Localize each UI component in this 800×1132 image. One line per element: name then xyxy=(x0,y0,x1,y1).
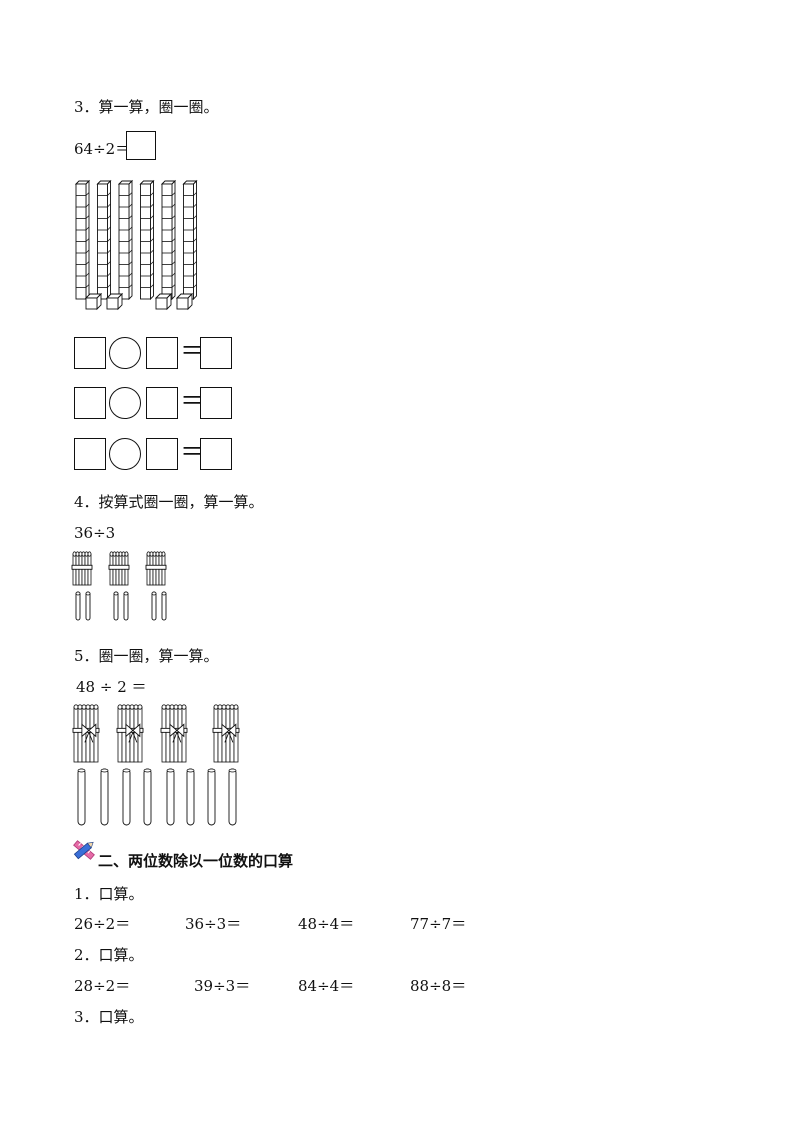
row1-box-2[interactable] xyxy=(146,337,178,369)
ten-rod xyxy=(139,179,155,301)
row2-operator-circle[interactable] xyxy=(109,387,141,419)
row1-box-1[interactable] xyxy=(74,337,106,369)
single-stick xyxy=(166,768,175,826)
pencil-ruler-icon xyxy=(73,840,95,860)
q5-title: 5．圈一圈，算一算。 xyxy=(74,647,219,665)
ten-rod xyxy=(117,179,134,301)
unit-cube xyxy=(105,292,124,311)
single-stick xyxy=(100,768,109,826)
p1-item-4: 77÷7＝ xyxy=(410,915,467,933)
q4-title: 4．按算式圈一圈，算一算。 xyxy=(74,493,264,511)
stick-bundle xyxy=(108,551,130,586)
q3-title: 3．算一算，圈一圈。 xyxy=(74,98,219,116)
single-stick xyxy=(113,591,119,621)
unit-cube xyxy=(154,292,173,311)
p1-item-3: 48÷4＝ xyxy=(298,915,355,933)
ten-rod xyxy=(96,179,112,301)
ten-rod xyxy=(74,179,91,301)
q4-equation: 36÷3 xyxy=(74,524,116,542)
row1-result-box[interactable] xyxy=(200,337,232,369)
single-stick xyxy=(75,591,81,621)
stick-bundle xyxy=(71,551,93,586)
unit-cube xyxy=(84,292,103,311)
single-stick xyxy=(151,591,157,621)
q3-equation: 64÷2＝ xyxy=(74,140,131,158)
stick-bundle xyxy=(145,551,167,586)
ten-rod xyxy=(182,179,198,301)
row3-box-1[interactable] xyxy=(74,438,106,470)
single-stick xyxy=(123,591,129,621)
single-stick xyxy=(161,591,167,621)
q3-answer-box[interactable] xyxy=(126,131,156,160)
p2-item-2: 39÷3＝ xyxy=(194,977,251,995)
row2-box-2[interactable] xyxy=(146,387,178,419)
p2-item-1: 28÷2＝ xyxy=(74,977,131,995)
section-2-heading: 二、两位数除以一位数的口算 xyxy=(98,852,294,870)
stick-bundle xyxy=(212,704,240,763)
row3-box-2[interactable] xyxy=(146,438,178,470)
p2-item-3: 84÷4＝ xyxy=(298,977,355,995)
stick-bundle xyxy=(160,704,188,763)
single-stick xyxy=(207,768,216,826)
stick-bundles-figure-48 xyxy=(72,704,240,826)
row3-operator-circle[interactable] xyxy=(109,438,141,470)
unit-cube xyxy=(175,292,194,311)
p3-title: 3．口算。 xyxy=(74,1008,144,1026)
row2-result-box[interactable] xyxy=(200,387,232,419)
row3-result-box[interactable] xyxy=(200,438,232,470)
stick-bundle xyxy=(72,704,100,763)
row2-box-1[interactable] xyxy=(74,387,106,419)
p1-item-1: 26÷2＝ xyxy=(74,915,131,933)
stick-bundles-figure-36 xyxy=(71,551,167,621)
p2-title: 2．口算。 xyxy=(74,946,144,964)
single-stick xyxy=(143,768,152,826)
row1-operator-circle[interactable] xyxy=(109,337,141,369)
base-ten-blocks-figure xyxy=(74,179,198,311)
single-stick xyxy=(228,768,237,826)
p1-title: 1．口算。 xyxy=(74,885,144,903)
ten-rod xyxy=(160,179,177,301)
single-stick xyxy=(186,768,195,826)
p2-item-4: 88÷8＝ xyxy=(410,977,467,995)
p1-item-2: 36÷3＝ xyxy=(185,915,242,933)
single-stick xyxy=(122,768,131,826)
stick-bundle xyxy=(116,704,144,763)
q5-equation: 48 ÷ 2 ＝ xyxy=(76,678,147,696)
single-stick xyxy=(77,768,86,826)
single-stick xyxy=(85,591,91,621)
